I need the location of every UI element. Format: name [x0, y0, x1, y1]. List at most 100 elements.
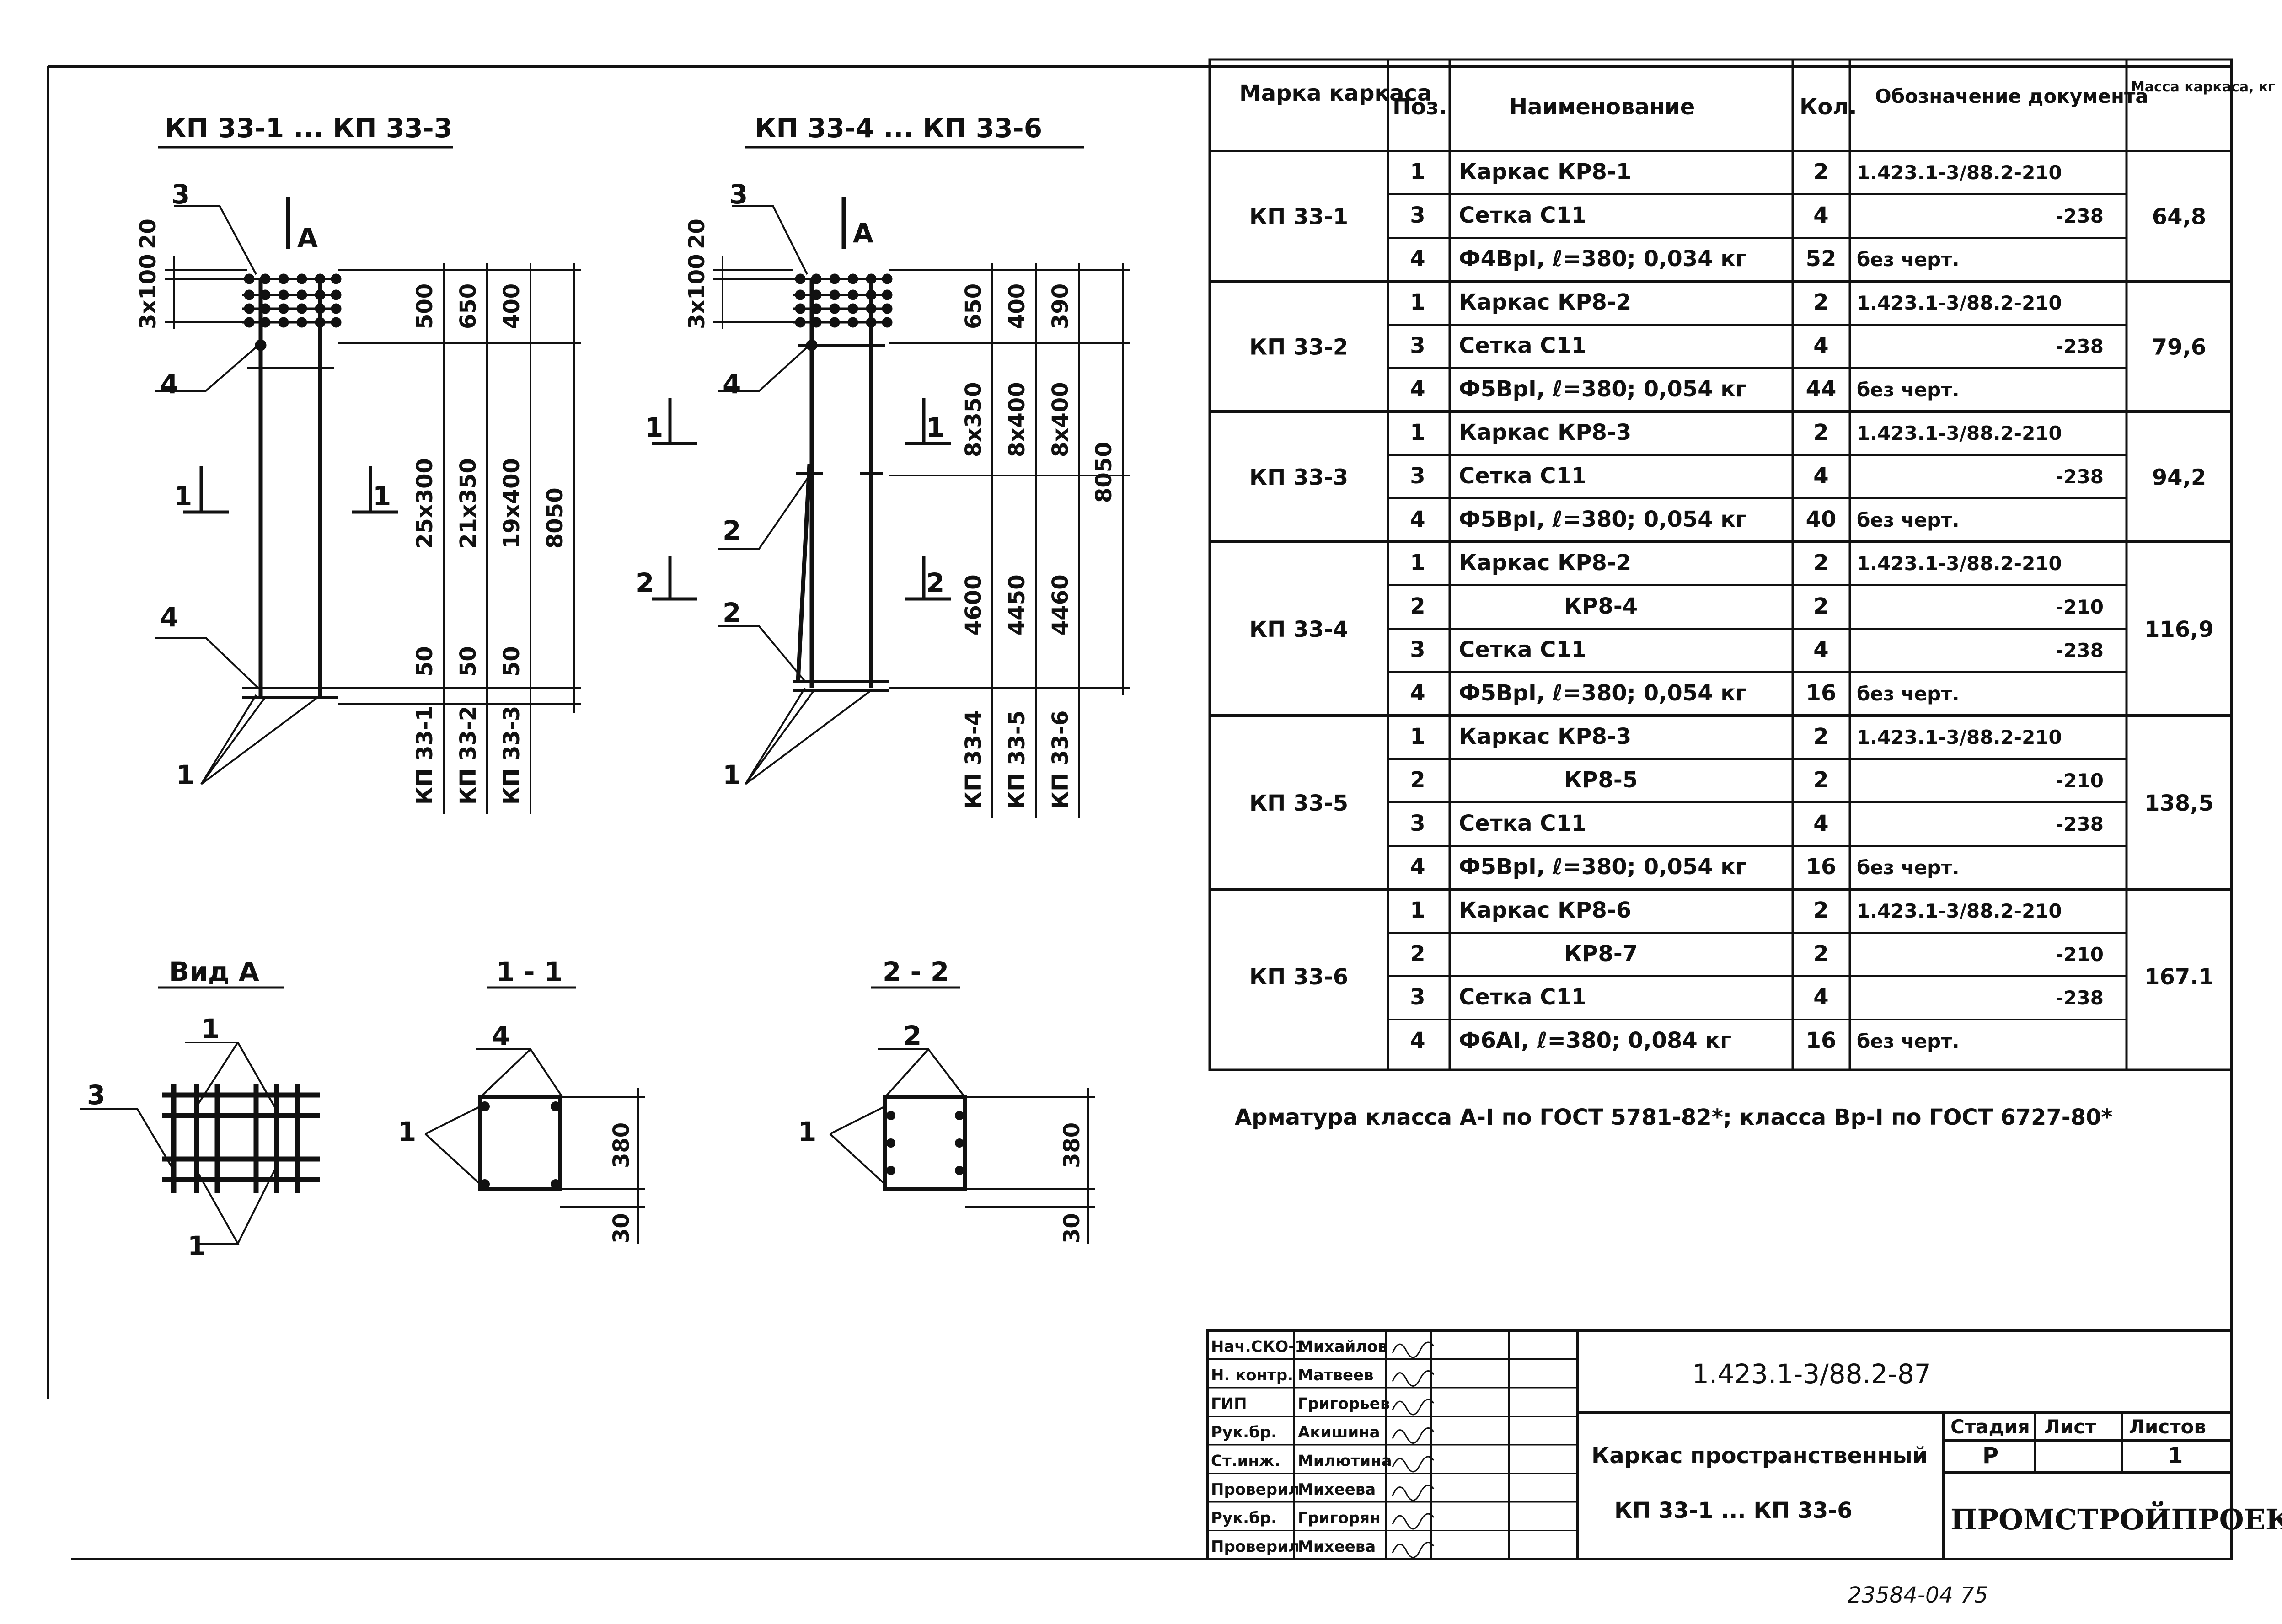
title-block-name: Григорян	[1298, 1509, 1381, 1528]
pos-3-right: 3	[729, 179, 748, 210]
cell-kol: 4	[1813, 637, 1828, 662]
signature	[1392, 1341, 1435, 1358]
cell-name: Сетка С11	[1459, 811, 1586, 836]
section-mark-1-right-a: 1	[645, 412, 663, 443]
cell-name: Ф5ВрI, ℓ=380; 0,054 кг	[1459, 507, 1747, 532]
section-1-1-dim-380: 380	[609, 1122, 634, 1168]
cell-doc: без черт.	[1857, 856, 1960, 879]
reinforcement-note: Арматура класса А-I по ГОСТ 5781-82*; кл…	[1235, 1105, 2113, 1130]
title-block-name: Григорьев	[1298, 1395, 1390, 1413]
dim-left-50-c: 50	[499, 646, 525, 677]
cell-doc: -210	[2056, 596, 2104, 618]
cell-doc: 1.423.1-3/88.2-210	[1857, 422, 2062, 444]
cell-kol: 52	[1806, 246, 1837, 272]
cell-kol: 2	[1813, 941, 1828, 967]
cell-poz: 3	[1410, 333, 1425, 358]
title-block-role: Ст.инж.	[1211, 1452, 1280, 1470]
mark-right-6: КП 33-6	[1048, 710, 1073, 809]
dim-right-20: 20	[684, 219, 710, 249]
signature	[1392, 1485, 1435, 1501]
section-1-1-title: 1 - 1	[496, 956, 562, 987]
dim-right-8x400-b: 8x400	[1048, 382, 1073, 457]
view-a-pos-1-top: 1	[201, 1013, 220, 1044]
signature	[1392, 1513, 1435, 1530]
dim-left-50-b: 50	[455, 646, 481, 677]
cell-doc: -210	[2056, 943, 2104, 966]
sheet-frame	[47, 59, 2233, 1560]
cell-poz: 3	[1410, 811, 1425, 836]
cell-kol: 2	[1813, 593, 1828, 619]
cell-name: Каркас КР8-3	[1459, 724, 1631, 749]
cell-doc: без черт.	[1857, 683, 1960, 705]
title-block-name: Михеева	[1298, 1480, 1376, 1499]
cell-doc: -238	[2056, 813, 2104, 835]
cell-poz: 4	[1410, 1028, 1425, 1053]
cell-name: Сетка С11	[1459, 984, 1586, 1010]
cell-mark: КП 33-2	[1249, 335, 1348, 360]
header-marka-1: Марка каркаса	[1239, 80, 1432, 106]
signature	[1392, 1399, 1435, 1416]
cell-name: Каркас КР8-2	[1459, 550, 1631, 576]
dim-left-20: 20	[135, 219, 161, 249]
cell-mass: 116,9	[2144, 617, 2214, 642]
section-1-1: 1 - 1 4 1 380 30	[398, 956, 645, 1244]
cell-poz: 4	[1410, 680, 1425, 706]
dim-left-25x300: 25x300	[412, 458, 438, 549]
cell-kol: 4	[1813, 203, 1828, 228]
section-mark-1-left-a: 1	[174, 481, 192, 512]
dim-left-3x100: 3x100	[135, 254, 161, 329]
dim-left-21x350: 21x350	[455, 458, 481, 549]
cell-kol: 2	[1813, 767, 1828, 793]
view-a: Вид А 1 1 3	[80, 956, 320, 1261]
cell-poz: 2	[1410, 593, 1425, 619]
sheets-label: Листов	[2129, 1416, 2206, 1438]
cell-doc: -238	[2056, 335, 2104, 358]
cell-kol: 2	[1813, 897, 1828, 923]
dim-right-4600: 4600	[961, 574, 986, 636]
spec-table: Марка каркаса Поз. Наименование Кол. Обо…	[1208, 58, 2275, 1071]
cell-doc: -238	[2056, 205, 2104, 227]
cell-poz: 1	[1410, 159, 1425, 185]
cell-poz: 4	[1410, 246, 1425, 272]
cell-kol: 2	[1813, 420, 1828, 445]
archive-number: 23584-04 75	[1848, 1582, 1988, 1608]
dim-left-400: 400	[499, 283, 525, 329]
section-2-2-pos-2: 2	[903, 1020, 921, 1051]
cell-poz: 3	[1410, 463, 1425, 489]
title-block-name: Матвеев	[1298, 1366, 1374, 1384]
section-2-2-dim-30: 30	[1059, 1213, 1085, 1244]
title-block-role: Проверил	[1211, 1538, 1300, 1556]
cell-poz: 1	[1410, 724, 1425, 749]
cell-name: Сетка С11	[1459, 637, 1586, 662]
title-block-name: Акишина	[1298, 1423, 1380, 1442]
cell-mark: КП 33-1	[1249, 204, 1348, 230]
cell-doc: 1.423.1-3/88.2-210	[1857, 726, 2062, 748]
cell-mark: КП 33-3	[1249, 465, 1348, 491]
cell-kol: 4	[1813, 811, 1828, 836]
view-a-title: Вид А	[169, 956, 259, 987]
cell-doc: без черт.	[1857, 379, 1960, 401]
cell-kol: 2	[1813, 724, 1828, 749]
cell-poz: 2	[1410, 941, 1425, 967]
cell-name: КР8-5	[1564, 767, 1638, 793]
cell-name: КР8-4	[1564, 593, 1638, 619]
pos-2-right-b: 2	[723, 597, 741, 628]
title-block-role: ГИП	[1211, 1395, 1247, 1413]
title-block-name: Михайлов	[1298, 1338, 1387, 1356]
cell-name: Ф6АI, ℓ=380; 0,084 кг	[1459, 1028, 1731, 1053]
dim-left-19x400: 19x400	[499, 458, 525, 549]
elevation-kp33-1-3: КП 33-1 ... КП 33-3 А	[135, 112, 581, 814]
title-block-name: Милютина	[1298, 1452, 1392, 1470]
cell-mass: 167.1	[2144, 964, 2214, 990]
cell-kol: 16	[1806, 854, 1837, 880]
title-block-role: Нач.СКО-1	[1211, 1338, 1306, 1356]
cell-kol: 44	[1806, 376, 1837, 402]
title-block-role: Н. контр.	[1211, 1366, 1293, 1384]
section-2-2-pos-1: 1	[798, 1116, 816, 1147]
view-a-pos-1-bottom: 1	[187, 1230, 206, 1261]
header-oboz: Обозначение документа	[1875, 85, 2148, 107]
mark-left-3: КП 33-3	[499, 706, 525, 805]
